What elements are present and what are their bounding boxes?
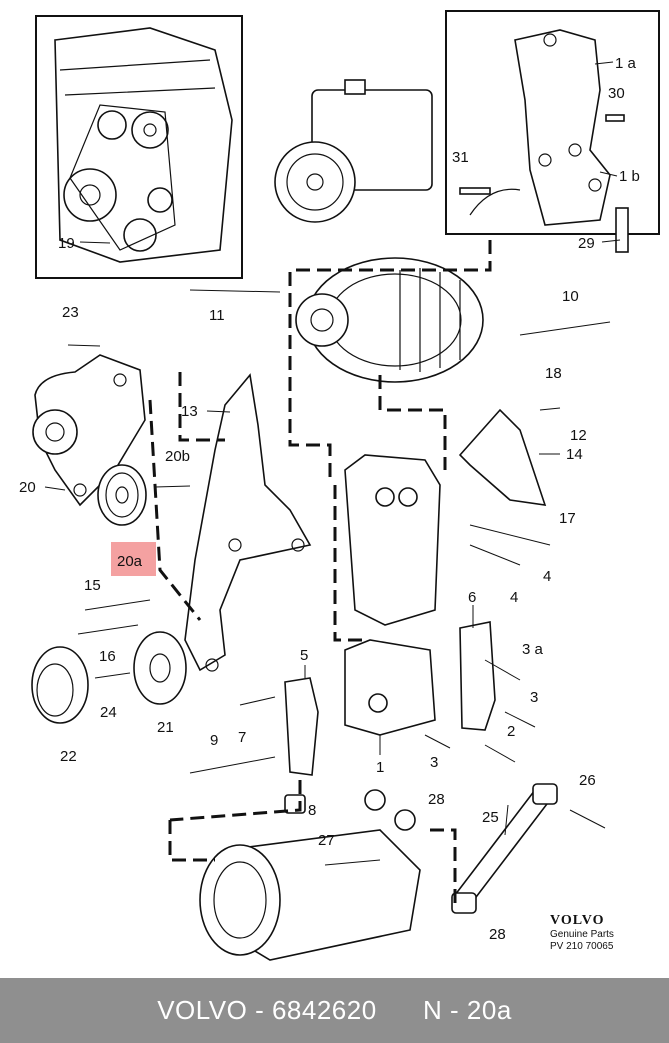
label-20: 20 xyxy=(19,479,36,496)
footer-bar: VOLVO - 6842620 N - 20a xyxy=(0,978,669,1043)
label-20b: 20b xyxy=(165,448,190,465)
label-7: 7 xyxy=(238,729,246,746)
support-arm-25 xyxy=(451,783,558,914)
label-31: 31 xyxy=(452,149,469,166)
label-14: 14 xyxy=(566,446,583,463)
label-21: 21 xyxy=(157,719,174,736)
engine-inset-drawing xyxy=(54,27,233,263)
label-2: 2 xyxy=(507,723,515,740)
label-25: 25 xyxy=(482,809,499,826)
label-30: 30 xyxy=(608,85,625,102)
label-4a: 4 xyxy=(543,568,551,585)
leader-lines xyxy=(44,61,621,836)
alignment-dashes xyxy=(148,240,492,910)
label-3b: 3 xyxy=(530,689,538,706)
label-10: 10 xyxy=(562,288,579,305)
label-27: 27 xyxy=(318,832,335,849)
power-steering-pump xyxy=(274,79,433,223)
label-24: 24 xyxy=(100,704,117,721)
part-labels: 1 a 30 31 1 b 29 19 11 10 23 18 13 14 12… xyxy=(19,55,640,943)
water-pump-housing xyxy=(32,354,146,507)
bracket-inset-frame xyxy=(445,10,660,235)
ac-compressor xyxy=(199,789,421,961)
bracket-inset-drawing xyxy=(459,29,629,253)
label-15: 15 xyxy=(84,577,101,594)
exploded-parts-diagram: 1 a 30 31 1 b 29 19 11 10 23 18 13 14 12… xyxy=(19,10,660,961)
label-22: 22 xyxy=(60,748,77,765)
label-19: 19 xyxy=(58,235,75,252)
volvo-genuine-parts-mark: VOLVO Genuine Parts PV 210 70065 xyxy=(550,913,630,953)
brand-code: PV 210 70065 xyxy=(550,941,614,952)
bolts xyxy=(67,289,611,866)
brand-logo: VOLVO xyxy=(550,913,605,928)
bracket-14 xyxy=(458,408,547,506)
bracket-plate-13 xyxy=(184,373,312,672)
label-23: 23 xyxy=(62,304,79,321)
label-20a: 20a xyxy=(117,553,143,570)
highlight-20a-box xyxy=(111,542,156,576)
bracket-5 xyxy=(284,677,319,776)
label-13: 13 xyxy=(181,403,198,420)
brand-subtitle: Genuine Parts xyxy=(550,929,614,940)
label-6: 6 xyxy=(468,589,476,606)
label-28b: 28 xyxy=(489,926,506,943)
label-4b: 4 xyxy=(510,589,518,606)
idler-pulley-21 xyxy=(133,631,187,705)
tensioner-roller-20a xyxy=(97,464,147,526)
pulley-cover-22 xyxy=(31,646,89,724)
label-1b: 1 b xyxy=(619,168,640,185)
label-1a: 1 a xyxy=(615,55,637,72)
label-29: 29 xyxy=(578,235,595,252)
alternator xyxy=(295,257,484,383)
label-18: 18 xyxy=(545,365,562,382)
bracket-6 xyxy=(459,621,496,731)
label-5: 5 xyxy=(300,647,308,664)
label-11: 11 xyxy=(209,307,225,324)
mounting-block-1 xyxy=(344,454,441,736)
label-8: 8 xyxy=(308,802,316,819)
label-3c: 3 xyxy=(430,754,438,771)
label-12: 12 xyxy=(570,427,587,444)
label-1: 1 xyxy=(376,759,384,776)
label-17: 17 xyxy=(559,510,576,527)
label-28a: 28 xyxy=(428,791,445,808)
footer-text: VOLVO - 6842620 N - 20a xyxy=(157,995,512,1025)
label-16: 16 xyxy=(99,648,116,665)
label-26: 26 xyxy=(579,772,596,789)
engine-inset-frame xyxy=(35,15,243,279)
label-9: 9 xyxy=(210,732,218,749)
label-3a: 3 a xyxy=(522,641,544,658)
